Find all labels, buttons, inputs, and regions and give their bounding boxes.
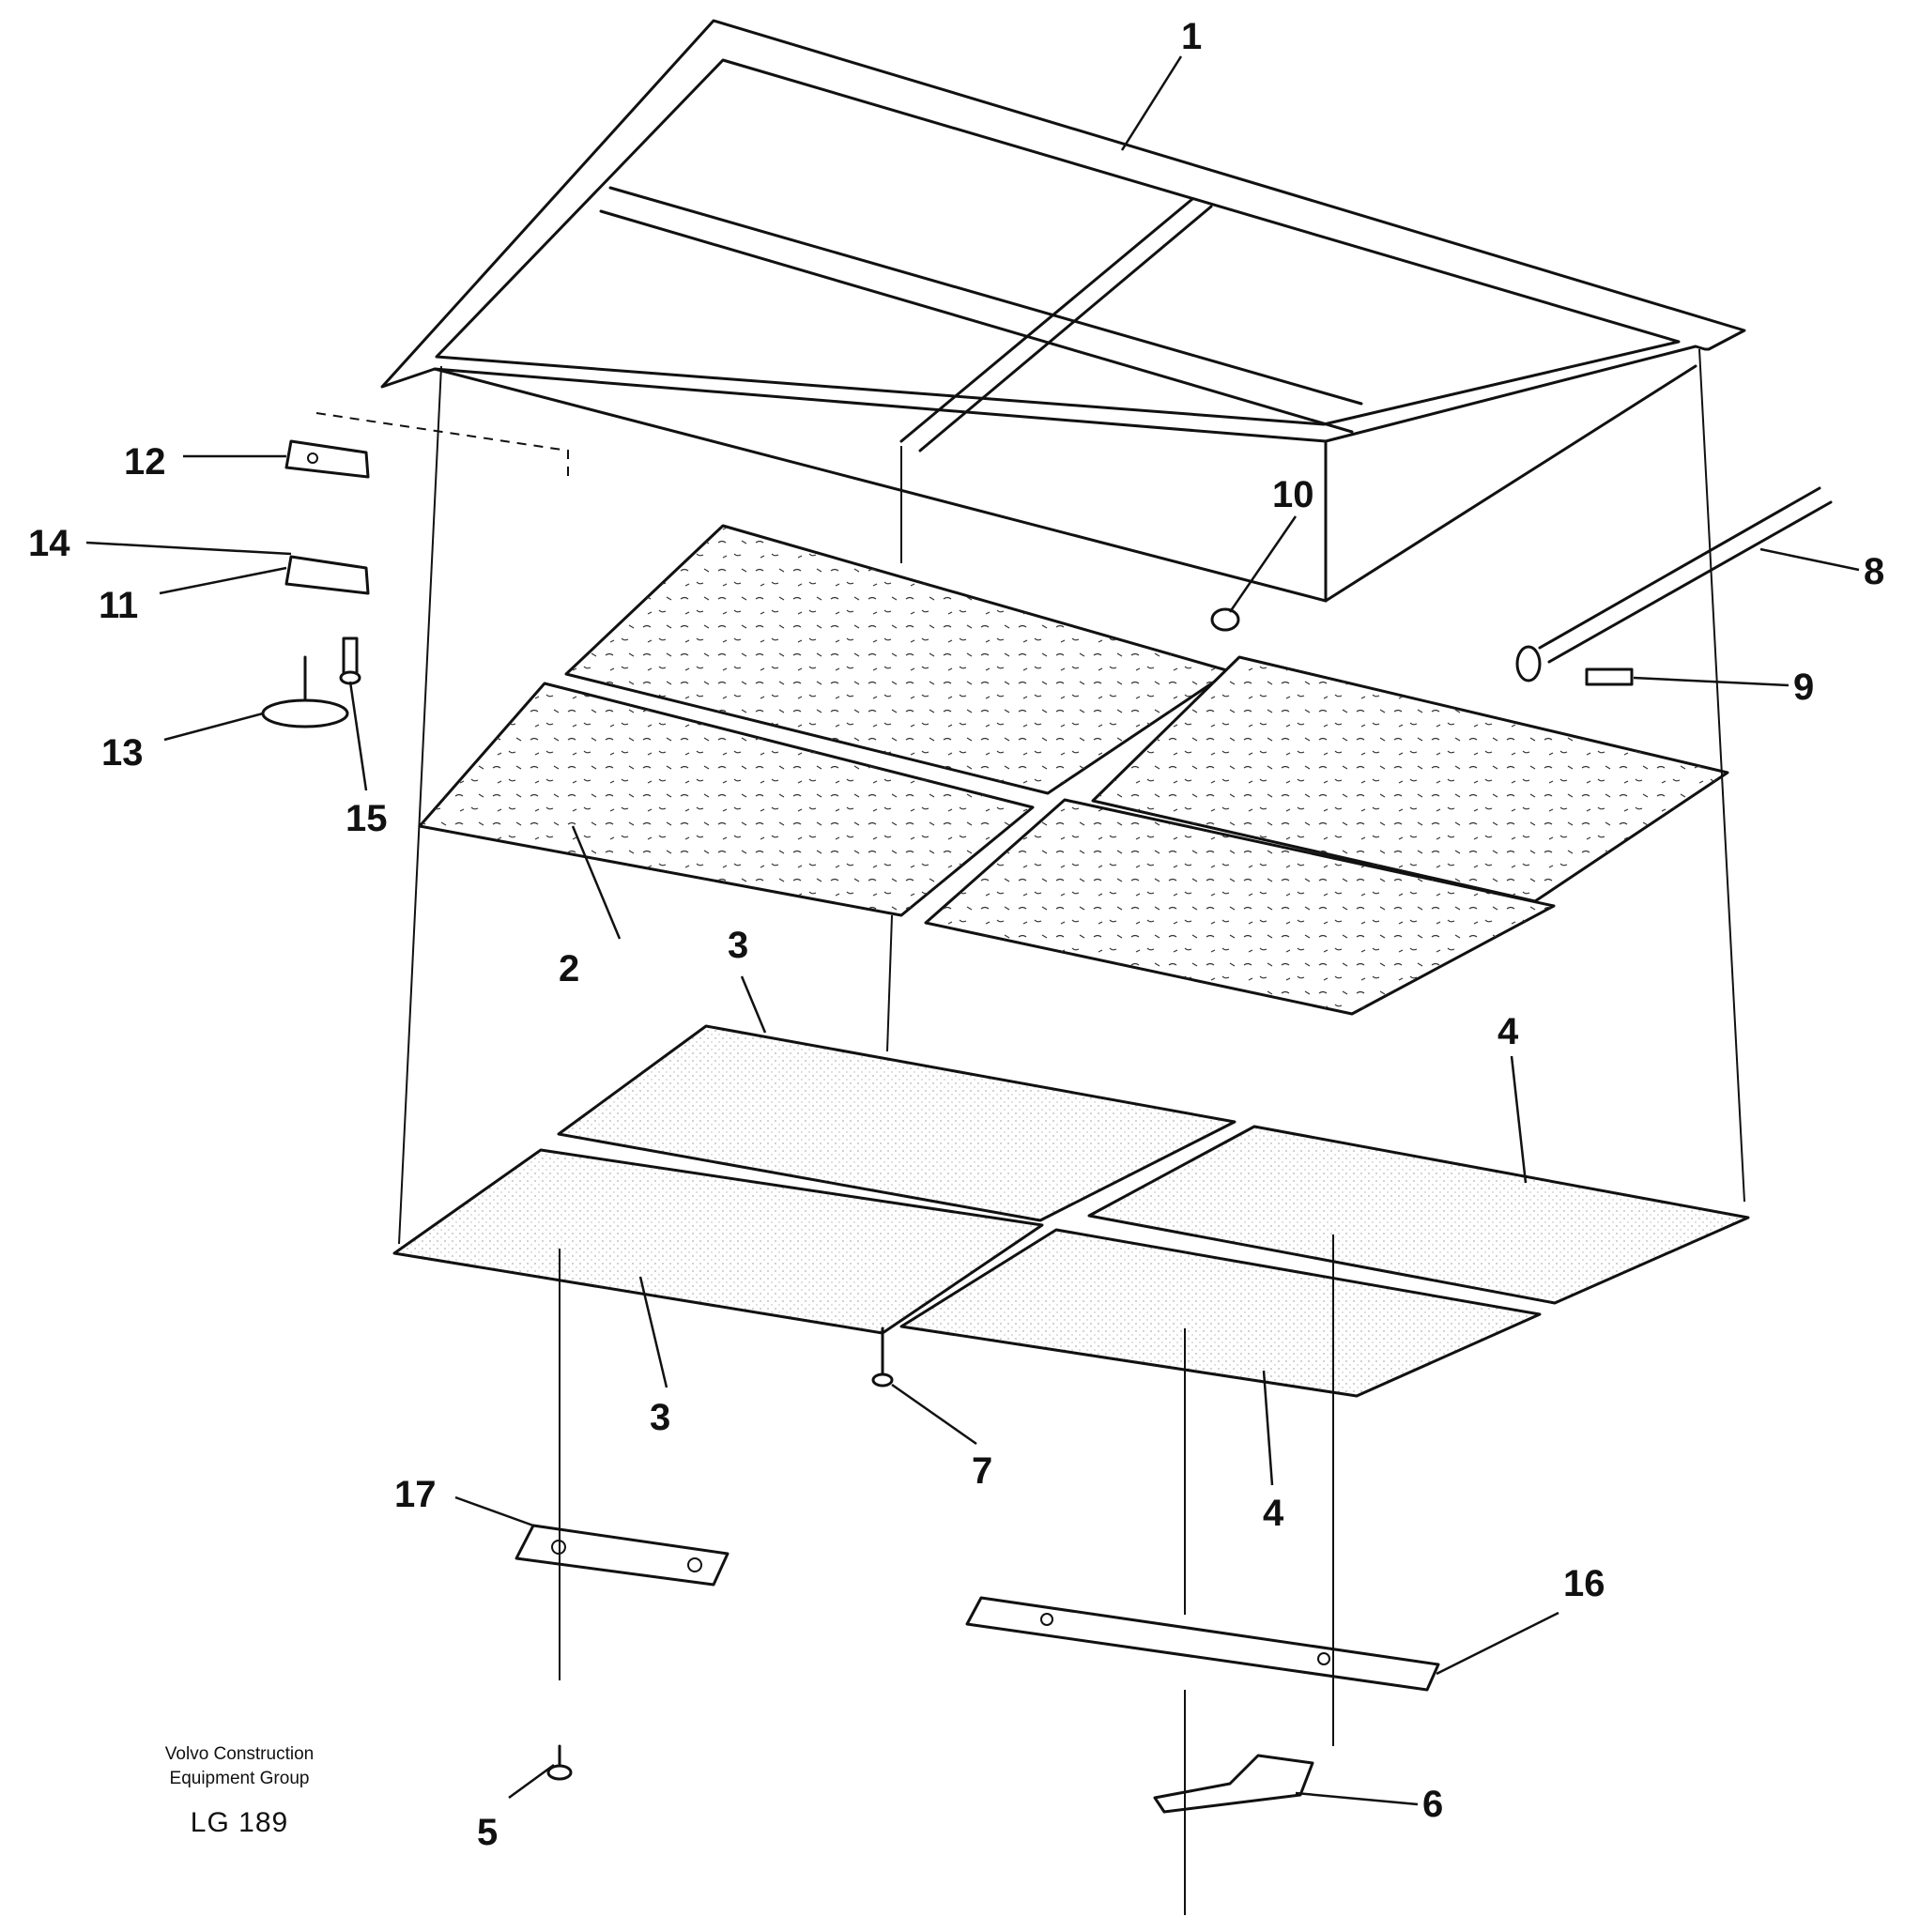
callout-3-top: 3 xyxy=(728,925,748,966)
callout-14: 14 xyxy=(28,523,70,564)
publisher-line-1: Volvo Construction xyxy=(164,1744,315,1764)
screw-5 xyxy=(546,1744,573,1781)
nut-10 xyxy=(1210,607,1240,632)
roof-frame xyxy=(380,19,1746,603)
leader-lines xyxy=(85,55,1860,1806)
callout-5: 5 xyxy=(477,1812,498,1853)
headliner-panels xyxy=(392,1024,1750,1398)
callout-7: 7 xyxy=(972,1450,992,1492)
publisher-line-2: Equipment Group xyxy=(169,1769,310,1788)
bolt-7 xyxy=(871,1326,894,1388)
callout-3-bottom: 3 xyxy=(650,1397,670,1438)
mounting-strip-16 xyxy=(965,1596,1440,1692)
clip-11 xyxy=(284,555,370,595)
callout-16: 16 xyxy=(1563,1563,1605,1604)
callout-2: 2 xyxy=(559,948,579,989)
screw-15 xyxy=(339,636,361,685)
mounting-strip-17 xyxy=(515,1524,730,1587)
washer-9 xyxy=(1515,645,1634,686)
callout-4-top: 4 xyxy=(1498,1011,1519,1052)
callout-9: 9 xyxy=(1793,667,1814,708)
clip-12 xyxy=(284,439,370,479)
rod-8 xyxy=(1538,486,1833,664)
publisher-label: Volvo Construction Equipment Group xyxy=(122,1742,357,1791)
alignment-lines xyxy=(398,348,1745,1915)
callout-10: 10 xyxy=(1272,474,1314,515)
callout-17: 17 xyxy=(394,1474,437,1515)
callout-13: 13 xyxy=(101,732,144,774)
knob-13 xyxy=(261,655,349,728)
callout-12: 12 xyxy=(124,441,166,483)
callout-1: 1 xyxy=(1181,16,1202,57)
callout-15: 15 xyxy=(346,798,388,839)
clip-alignment-line xyxy=(315,412,569,479)
insulation-panels xyxy=(418,524,1729,1016)
callout-6: 6 xyxy=(1422,1784,1443,1825)
callout-11: 11 xyxy=(99,585,138,626)
reference-code: LG 189 xyxy=(190,1807,289,1838)
callout-4-bottom: 4 xyxy=(1263,1493,1284,1534)
callout-8: 8 xyxy=(1864,551,1884,592)
bracket-6 xyxy=(1153,1754,1314,1814)
